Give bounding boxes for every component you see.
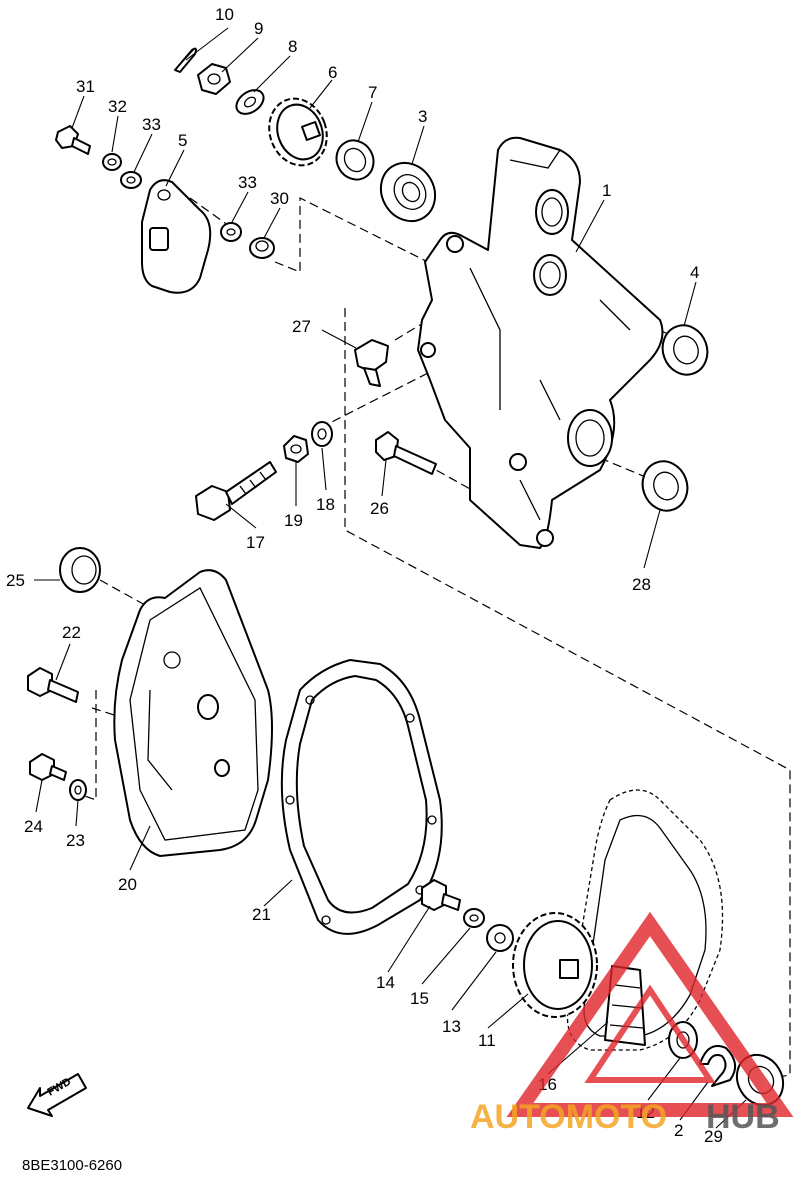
callout-23: 23 xyxy=(66,831,85,850)
washer xyxy=(102,153,122,171)
collar xyxy=(335,139,375,181)
chain-case-cover xyxy=(113,569,273,857)
callout-30: 30 xyxy=(270,189,289,208)
gasket xyxy=(280,659,443,935)
callout-15: 15 xyxy=(410,989,429,1008)
lock-washer xyxy=(220,222,242,242)
breather-fitting xyxy=(354,339,389,387)
oil-seal xyxy=(59,547,101,593)
callout-31: 31 xyxy=(76,77,95,96)
chain-guide xyxy=(141,179,212,294)
callout-28: 28 xyxy=(632,575,651,594)
drive-chain xyxy=(566,789,724,1051)
flange-bolt xyxy=(375,431,437,475)
callout-20: 20 xyxy=(118,875,137,894)
leader-lines xyxy=(34,27,747,1129)
flange-bolt xyxy=(421,879,461,911)
callout-2: 2 xyxy=(674,1121,683,1140)
callout-9: 9 xyxy=(254,19,263,38)
callout-26: 26 xyxy=(370,499,389,518)
washer xyxy=(486,924,514,952)
callout-14: 14 xyxy=(376,973,395,992)
callout-33: 33 xyxy=(142,115,161,134)
callout-4: 4 xyxy=(690,263,699,282)
callout-21: 21 xyxy=(252,905,271,924)
washer xyxy=(311,421,333,447)
sprocket xyxy=(268,97,328,167)
callout-17: 17 xyxy=(246,533,265,552)
circlip xyxy=(699,1045,737,1087)
callout-32: 32 xyxy=(108,97,127,116)
lock-washer xyxy=(120,171,142,189)
collar-bolt xyxy=(249,237,275,259)
callout-25: 25 xyxy=(6,571,25,590)
callout-6: 6 xyxy=(328,63,337,82)
small-bolt xyxy=(29,753,67,781)
chain-case-housing xyxy=(417,136,664,549)
sprocket xyxy=(512,912,598,1018)
automotohub-watermark-logo xyxy=(506,911,794,1117)
callout-labels: 10 9 8 6 7 3 31 32 33 5 33 30 1 4 27 17 … xyxy=(6,5,723,1146)
flange-bolt xyxy=(27,667,79,703)
callout-33-lower: 33 xyxy=(238,173,257,192)
cotter-pin xyxy=(174,47,197,73)
callout-5: 5 xyxy=(178,131,187,150)
watermark-brand-part2: HUB xyxy=(706,1098,780,1136)
forward-arrow-icon: FWD xyxy=(27,1073,87,1117)
small-bolt xyxy=(55,125,91,155)
callout-29: 29 xyxy=(704,1127,723,1146)
automotohub-watermark-text: AUTOMOTO HUB xyxy=(470,1098,780,1136)
callout-27: 27 xyxy=(292,317,311,336)
nut xyxy=(283,435,309,463)
long-bolt xyxy=(195,461,277,521)
callout-11: 11 xyxy=(478,1031,496,1050)
washer xyxy=(235,89,265,115)
callout-19: 19 xyxy=(284,511,303,530)
callout-7: 7 xyxy=(368,83,377,102)
callout-1: 1 xyxy=(602,181,611,200)
drawing-code: 8BE3100-6260 xyxy=(22,1157,122,1174)
oil-seal xyxy=(641,460,689,512)
callout-22: 22 xyxy=(62,623,81,642)
washer xyxy=(69,779,87,801)
watermark-brand-part1: AUTOMOTO xyxy=(470,1098,667,1136)
callout-10: 10 xyxy=(215,5,234,24)
washer xyxy=(463,908,485,928)
callout-13: 13 xyxy=(442,1017,461,1036)
callout-8: 8 xyxy=(288,37,297,56)
callout-3: 3 xyxy=(418,107,427,126)
oil-seal xyxy=(661,324,709,376)
bearing xyxy=(379,161,437,223)
callout-24: 24 xyxy=(24,817,43,836)
callout-18: 18 xyxy=(316,495,335,514)
